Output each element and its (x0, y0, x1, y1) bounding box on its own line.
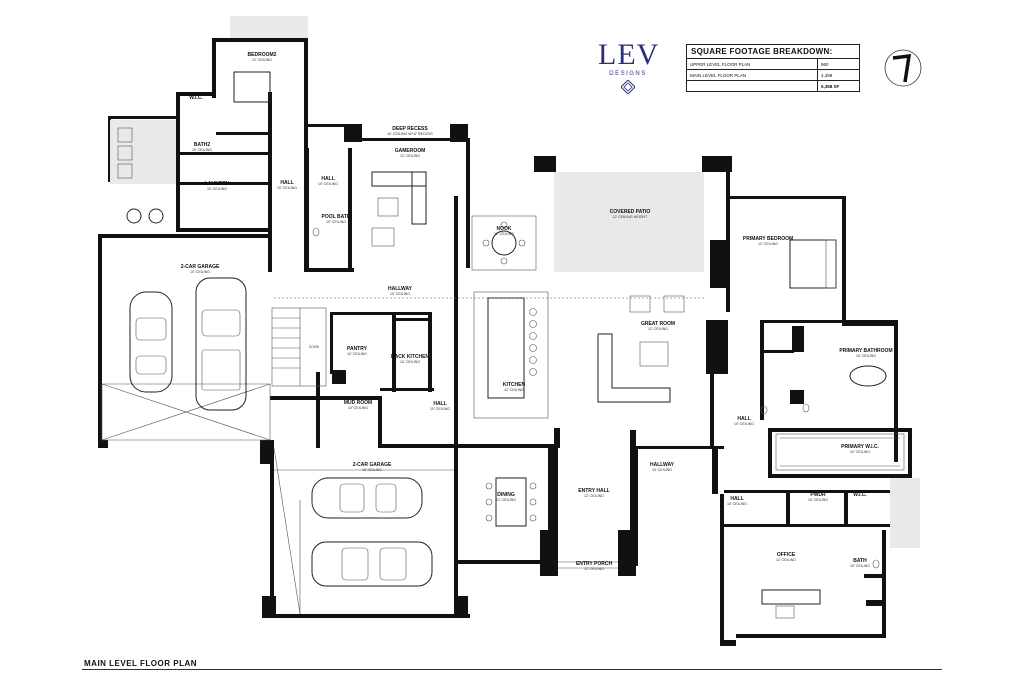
car-garage1-left (129, 291, 173, 393)
room-hall-a: HALL (280, 180, 293, 186)
room-pool-bath: POOL BATH (322, 214, 351, 220)
room-gameroom-sub: 12' CEILING (400, 154, 420, 158)
car-garage2-top (311, 477, 423, 519)
room-nook-sub: 12' CEILING (494, 232, 514, 236)
sqft-title: SQUARE FOOTAGE BREAKDOWN: (687, 45, 859, 59)
car-garage1-right (195, 277, 247, 411)
room-entry-hall: ENTRY HALL (578, 488, 609, 494)
room-hall-b-sub: 10' CEILING (318, 182, 338, 186)
room-pantry-sub: 10' CEILING (347, 352, 367, 356)
room-gameroom: GAMEROOM (395, 148, 426, 154)
sqft-row: MAIN LEVEL FLOOR PLAN 4,398 (687, 70, 859, 81)
room-bath-sub: 10' CEILING (850, 564, 870, 568)
room-entry-hall-sub: 12' CEILING (584, 494, 604, 498)
room-primary-bedroom-sub: 12' CEILING (758, 242, 778, 246)
room-primary-wic-sub: 10' CEILING (850, 450, 870, 454)
room-pwdr: PWDR (810, 492, 826, 498)
room-primary-bedroom: PRIMARY BEDROOM (743, 236, 793, 242)
room-hall-e: HALL (730, 496, 743, 502)
room-hall-d: HALL (737, 416, 750, 422)
square-footage-table: SQUARE FOOTAGE BREAKDOWN: UPPER LEVEL FL… (686, 44, 860, 92)
room-hall-a-sub: 10' CEILING (277, 186, 297, 190)
room-great-room-sub: 12' CEILING (648, 327, 668, 331)
room-bedroom2-sub: 12' CEILING (252, 58, 272, 62)
room-labels: BEDROOM2 12' CEILING W.I.C. BATH2 10' CE… (181, 52, 893, 571)
room-hallway-sub: 10' CEILING (390, 292, 410, 296)
north-arrow-icon (884, 49, 922, 87)
room-hallway2: HALLWAY (650, 462, 675, 468)
room-bath2: BATH2 (194, 142, 211, 148)
car-garage2-bottom (311, 541, 433, 587)
room-primary-wic: PRIMARY W.I.C. (841, 444, 879, 450)
room-bath2-sub: 10' CEILING (192, 148, 212, 152)
brand-sub: DESIGNS (609, 71, 647, 77)
room-pool-bath-sub: 10' CEILING (326, 220, 346, 224)
room-pantry: PANTRY (347, 346, 368, 352)
room-laundry-sub: 10' CEILING (207, 187, 227, 191)
room-wic2: W.I.C. (853, 492, 867, 498)
room-kitchen: KITCHEN (503, 382, 526, 388)
room-garage1: 2-CAR GARAGE (181, 264, 220, 270)
room-kitchen-sub: 12' CEILING (504, 388, 524, 392)
stairs-label: DOWN (309, 345, 320, 349)
room-entry-porch-sub: 12' CEILING (584, 567, 604, 571)
room-garage2: 2-CAR GARAGE (353, 462, 392, 468)
sqft-row-total: 5,358 SF (687, 81, 859, 91)
room-entry-porch: ENTRY PORCH (576, 561, 613, 567)
room-primary-bathroom: PRIMARY BATHROOM (839, 348, 892, 354)
footer-rule (82, 669, 942, 670)
room-garage1-sub: 10' CEILING (190, 270, 210, 274)
sqft-value: 4,398 (821, 72, 833, 78)
room-mud-room: MUD ROOM (344, 400, 372, 406)
room-great-room: GREAT ROOM (641, 321, 675, 327)
room-hall-c: HALL (433, 401, 446, 407)
plan-title: MAIN LEVEL FLOOR PLAN (84, 659, 198, 668)
grey-zones (110, 16, 920, 548)
room-bath: BATH (853, 558, 867, 564)
sqft-label: UPPER LEVEL FLOOR PLAN (687, 59, 818, 69)
room-office-sub: 12' CEILING (776, 558, 796, 562)
room-hallway2-sub: 10' CEILING (652, 468, 672, 472)
room-dining-sub: 12' CEILING (496, 498, 516, 502)
diamond-icon (621, 80, 635, 94)
room-primary-bathroom-sub: 10' CEILING (856, 354, 876, 358)
plan-details (101, 71, 905, 619)
room-hall-b: HALL (321, 176, 334, 182)
room-dining: DINING (497, 492, 515, 498)
room-covered-patio: COVERED PATIO (610, 209, 651, 215)
brand-name: LEV (598, 38, 660, 71)
room-nook: NOOK (497, 226, 512, 232)
sqft-value: 960 (821, 61, 829, 67)
room-pwdr-sub: 10' CEILING (808, 498, 828, 502)
room-back-kitchen-sub: 10' CEILING (400, 360, 420, 364)
room-hallway: HALLWAY (388, 286, 413, 292)
walls (98, 38, 912, 646)
room-laundry: LAUNDRY (205, 181, 230, 187)
sqft-label: MAIN LEVEL FLOOR PLAN (687, 70, 818, 80)
room-mud-room-sub: 10' CEILING (348, 406, 368, 410)
room-bedroom2: BEDROOM2 (248, 52, 277, 58)
room-deep-recess-sub: 10' CEILING W/ 6" RECESS (387, 132, 433, 136)
room-deep-recess: DEEP RECESS (392, 126, 428, 132)
room-covered-patio-sub: 12' CEILING HEIGHT (613, 215, 648, 219)
sqft-row: UPPER LEVEL FLOOR PLAN 960 (687, 59, 859, 70)
room-hall-d-sub: 10' CEILING (734, 422, 754, 426)
brand-logo: LEV DESIGNS (598, 40, 658, 94)
room-hall-e-sub: 10' CEILING (727, 502, 747, 506)
room-office: OFFICE (777, 552, 796, 558)
room-hall-c-sub: 10' CEILING (430, 407, 450, 411)
sqft-label (687, 81, 818, 91)
sqft-total-value: 5,358 SF (821, 83, 840, 89)
cars (129, 277, 433, 587)
stairs (271, 307, 327, 387)
room-wic: W.I.C. (189, 95, 203, 101)
room-garage2-sub: 10' CEILING (362, 468, 382, 472)
room-back-kitchen: BACK KITCHEN (391, 354, 429, 360)
